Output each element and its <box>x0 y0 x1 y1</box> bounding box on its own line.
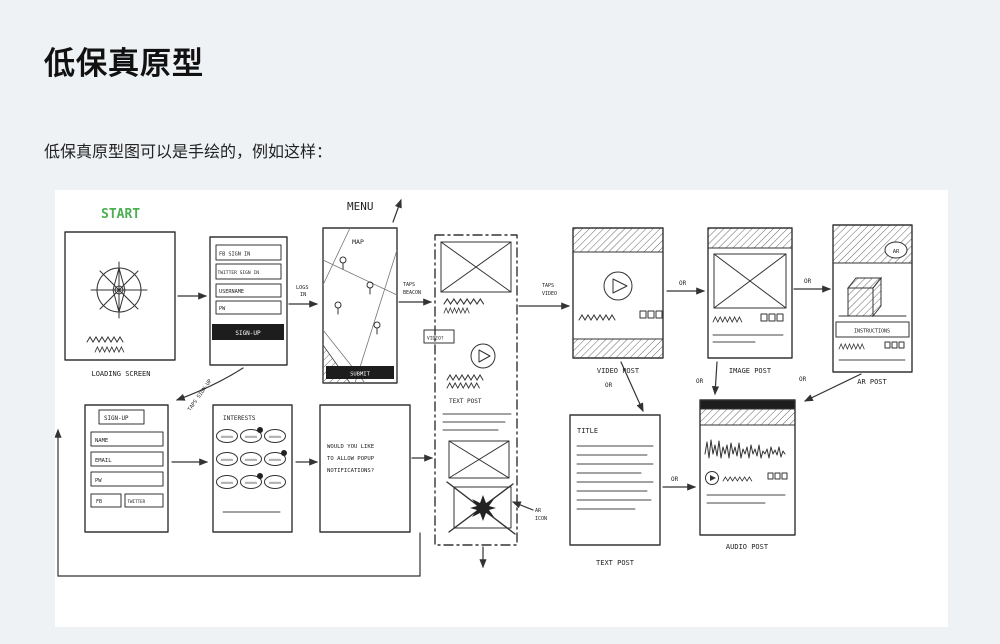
interest-tag-chips <box>216 429 286 489</box>
map-pin-icons <box>334 256 381 335</box>
text-post-label: TEXT POST <box>596 559 635 567</box>
svg-text:ICON: ICON <box>535 516 547 522</box>
pw-field: PW <box>95 478 102 484</box>
svg-text:OR: OR <box>799 376 807 383</box>
map-screen-sketch: MAP SUBMIT <box>322 227 398 384</box>
interests-screen-sketch: INTERESTS <box>212 404 293 533</box>
flow-arrow-or-video-image: OR <box>666 280 706 295</box>
ar-badge-label: AR <box>893 249 900 255</box>
flow-arrow-map-to-menu <box>392 198 402 223</box>
map-submit-button: SUBMIT <box>350 372 371 378</box>
video-thumb-placeholder <box>440 241 512 293</box>
sketch-canvas: START LOADING SCREEN <box>54 198 913 577</box>
twitter-signin-field: TWITTER SIGN IN <box>218 270 260 276</box>
image-post-sketch: IMAGE POST <box>707 227 793 375</box>
svg-text:TAPS: TAPS <box>542 283 554 289</box>
text-lines <box>576 445 654 510</box>
image-post-label: IMAGE POST <box>729 367 772 375</box>
svg-text:OR: OR <box>605 382 613 389</box>
loading-screen-label: LOADING SCREEN <box>91 370 150 378</box>
action-buttons <box>767 472 788 480</box>
name-field: NAME <box>95 438 108 444</box>
action-buttons <box>639 310 663 319</box>
twitter-button: TWITTER <box>128 499 146 504</box>
popup-line2: TO ALLOW POPUP <box>327 456 375 462</box>
video-post-label: VIDEO POST <box>597 367 640 375</box>
username-field: USERNAME <box>219 289 244 295</box>
feed-text-post-label: TEXT POST <box>449 398 482 405</box>
svg-text:OR: OR <box>679 280 687 287</box>
selected-tag-badges <box>257 427 287 479</box>
ar-post-label: AR POST <box>857 378 887 386</box>
popup-line1: WOULD YOU LIKE <box>327 444 375 450</box>
intro-text: 低保真原型图可以是手绘的，例如这样： <box>44 144 333 161</box>
fb-signin-field: FB SIGN IN <box>219 252 250 258</box>
fb-button: FB <box>96 499 102 505</box>
play-icon <box>603 271 633 301</box>
flow-arrow-logs-in: LOGS IN <box>288 285 319 308</box>
ar-icon-callout: AR ICON <box>511 501 547 522</box>
waveform-icon <box>704 439 786 459</box>
flow-arrow-or-image-ar: OR <box>793 278 832 293</box>
svg-text:OR: OR <box>671 476 679 483</box>
signup-screen-sketch: SIGN-UP NAME EMAIL PW FB TWITTER <box>84 404 169 533</box>
signin-screen-sketch: FB SIGN IN TWITTER SIGN IN USERNAME PW S… <box>209 236 288 366</box>
popup-screen-sketch: WOULD YOU LIKE TO ALLOW POPUP NOTIFICATI… <box>319 404 411 533</box>
audio-post-label: AUDIO POST <box>726 543 769 551</box>
map-title: MAP <box>352 238 364 246</box>
svg-text:OR: OR <box>696 378 704 385</box>
image-placeholder <box>713 253 787 309</box>
loading-screen-sketch: LOADING SCREEN <box>64 231 176 378</box>
audio-post-sketch: AUDIO POST <box>699 399 796 551</box>
svg-text:BEACON: BEACON <box>403 290 421 296</box>
pw-field: PW <box>219 306 226 312</box>
feed-screen-sketch: VIDEO? TEXT POST <box>423 234 547 569</box>
image-placeholder <box>448 440 510 479</box>
ar-post-sketch: AR INSTRUCTIONS AR POST <box>832 224 913 386</box>
signup-button-sketch: SIGN-UP <box>235 330 261 337</box>
play-icon <box>705 471 719 485</box>
ar-instructions-label: INSTRUCTIONS <box>854 329 890 335</box>
signup-title: SIGN-UP <box>104 416 129 422</box>
svg-text:OR: OR <box>804 278 812 285</box>
title-post-title: TITLE <box>577 427 598 435</box>
flow-return-line <box>54 428 421 577</box>
svg-text:IN: IN <box>300 292 306 298</box>
flow-arrow-taps-video: TAPS VIDEO <box>518 283 571 310</box>
video-tag-label: VIDEO? <box>427 336 444 342</box>
svg-text:VIDEO: VIDEO <box>542 291 557 297</box>
flow-arrow-taps-signup: TAPS SIGN-UP <box>175 367 244 412</box>
svg-text:TAPS: TAPS <box>403 282 415 288</box>
flow-arrow-or-title-audio: OR <box>662 476 697 491</box>
compass-icon <box>90 261 148 319</box>
ar-icon-crossed <box>446 481 516 535</box>
flow-arrow-taps-beacon: TAPS BEACON <box>398 282 433 306</box>
title-post-sketch: TITLE TEXT POST <box>569 414 661 567</box>
star-burst-icon <box>470 495 496 521</box>
action-buttons <box>760 313 784 322</box>
flow-arrow-or-image-audio: OR <box>696 361 720 396</box>
svg-text:AR: AR <box>535 508 542 514</box>
email-field: EMAIL <box>95 458 112 464</box>
start-label: START <box>101 207 140 222</box>
building-icon <box>838 276 907 318</box>
flow-arrow-or-ar-audio: OR <box>799 373 862 402</box>
flow-arrow-or-video-title: OR <box>605 361 644 413</box>
ar-badge-icon <box>884 241 908 259</box>
play-icon <box>470 343 496 369</box>
svg-text:LOGS: LOGS <box>296 285 309 291</box>
svg-text:TAPS SIGN-UP: TAPS SIGN-UP <box>187 378 213 412</box>
action-buttons <box>884 341 905 349</box>
video-post-sketch: VIDEO POST <box>572 227 664 375</box>
popup-line3: NOTIFICATIONS? <box>327 468 374 474</box>
menu-label-group: MENU <box>347 198 402 223</box>
interests-title: INTERESTS <box>223 415 256 422</box>
menu-label: MENU <box>347 200 374 213</box>
page-title: 低保真原型 <box>44 46 204 81</box>
wireframe-sketch-image: START LOADING SCREEN <box>54 190 948 627</box>
